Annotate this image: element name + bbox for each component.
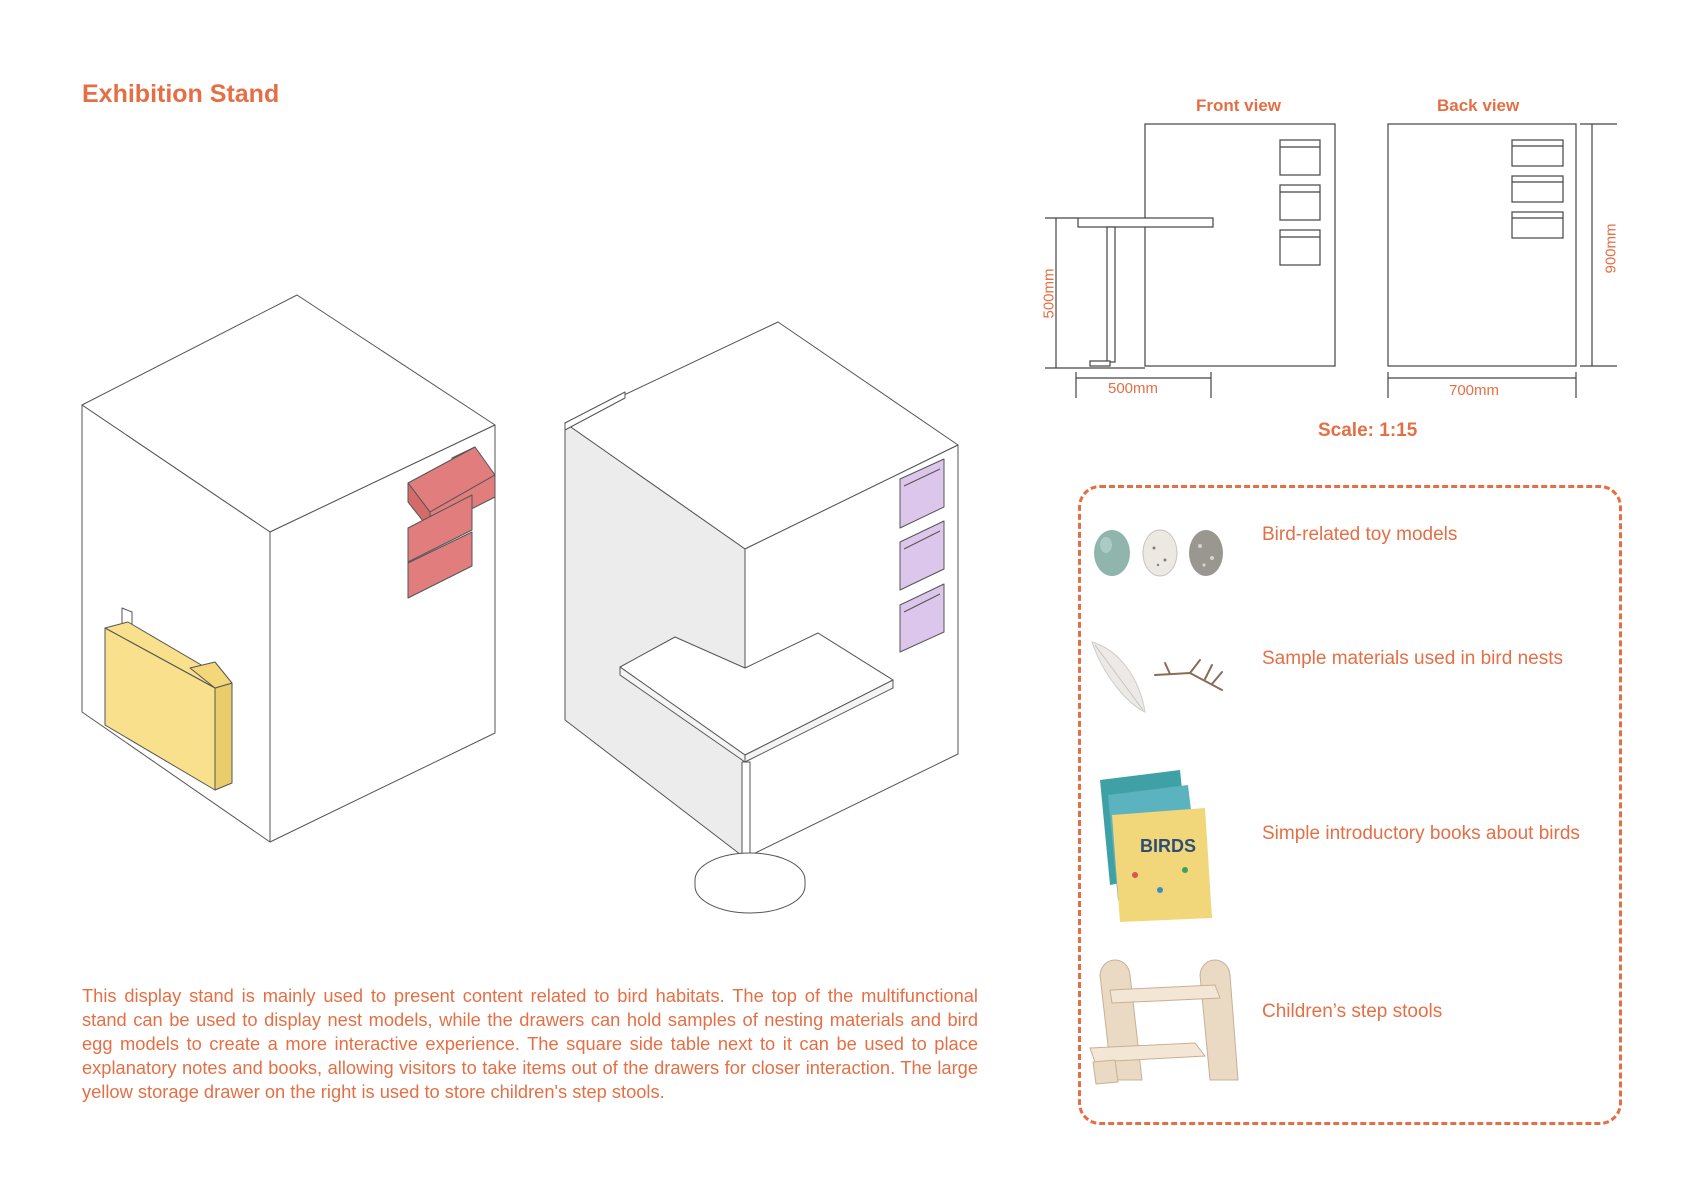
cabinet-right bbox=[564, 321, 959, 914]
side-table bbox=[619, 632, 894, 914]
legend-item-step-stools: Children’s step stools bbox=[1262, 1001, 1443, 1022]
front-view-label: Front view bbox=[1196, 96, 1282, 115]
scale-label: Scale: 1:15 bbox=[1318, 420, 1418, 441]
bird-books-icon: BIRDS bbox=[1100, 770, 1212, 922]
book-cover-title: BIRDS bbox=[1140, 836, 1196, 856]
front-view-drawing bbox=[1045, 123, 1336, 398]
step-stool-icon bbox=[1089, 959, 1239, 1085]
cabinet-left bbox=[81, 294, 496, 843]
drawer-purple-1 bbox=[899, 458, 945, 529]
drawer-purple-3 bbox=[899, 583, 945, 653]
back-width-dim: 700mm bbox=[1449, 382, 1500, 399]
drawer-purple-2 bbox=[899, 520, 945, 591]
bird-eggs-icon bbox=[1094, 529, 1223, 577]
back-view-drawing bbox=[1387, 123, 1617, 398]
legend-item-books: Simple introductory books about birds bbox=[1262, 823, 1580, 844]
page-title: Exhibition Stand bbox=[82, 80, 280, 108]
feather-twig-icon bbox=[1091, 641, 1223, 713]
legend-item-nest-materials: Sample materials used in bird nests bbox=[1262, 648, 1563, 669]
description-text: This display stand is mainly used to pre… bbox=[82, 985, 978, 1102]
materials-legend bbox=[1078, 485, 1622, 1125]
legend-item-toy-models: Bird-related toy models bbox=[1262, 524, 1458, 545]
back-view-label: Back view bbox=[1437, 96, 1520, 115]
drawer-red-2 bbox=[407, 494, 473, 563]
drawer-yellow-open bbox=[104, 607, 233, 791]
drawer-red-3 bbox=[407, 531, 473, 599]
front-width-dim: 500mm bbox=[1108, 380, 1159, 397]
